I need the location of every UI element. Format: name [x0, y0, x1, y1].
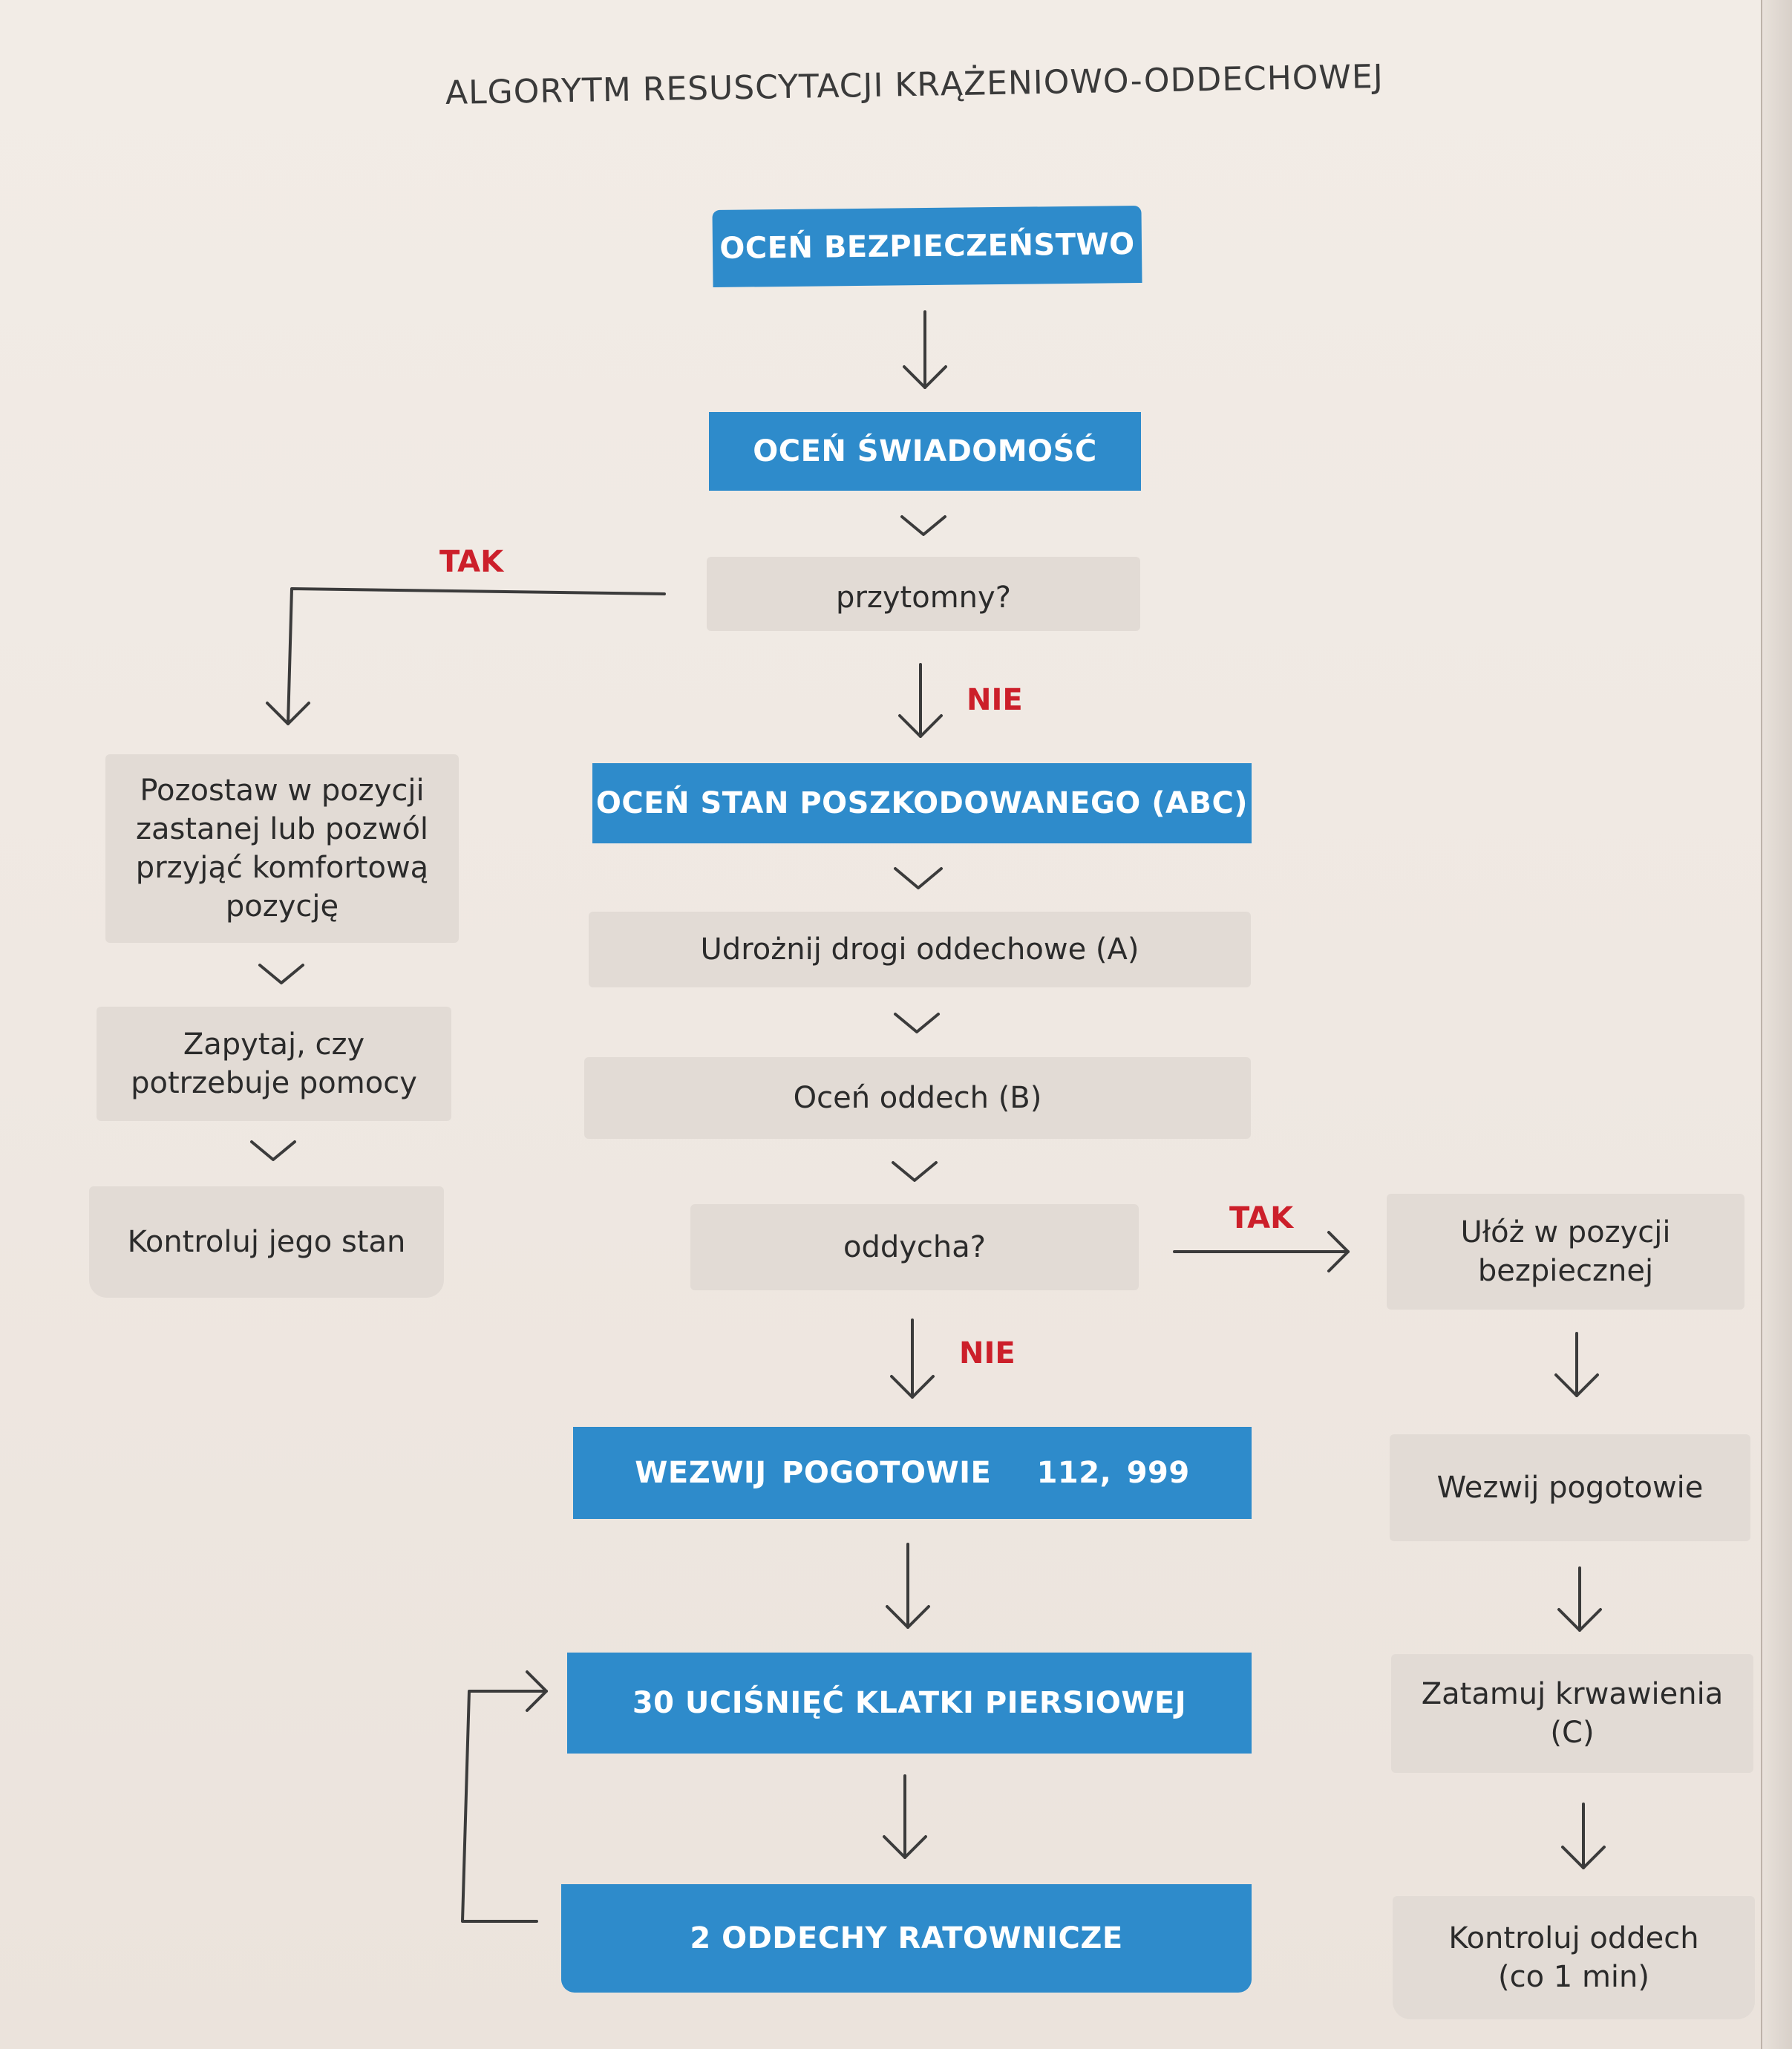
box-kontroluj-oddech: Kontroluj oddech (co 1 min) — [1393, 1896, 1755, 2019]
box-ocen-oddech: Oceń oddech (B) — [584, 1057, 1251, 1139]
chevron-stan-to-udroznij — [894, 867, 943, 889]
arrow-oddycha-nie — [890, 1318, 935, 1399]
box-ocen-stan-poszkodowanego: OCEŃ STAN POSZKODOWANEGO (ABC) — [592, 763, 1252, 843]
chevron-udroznij-to-oddech — [894, 1013, 940, 1033]
box-udroznij-drogi: Udrożnij drogi oddechowe (A) — [589, 912, 1251, 987]
box-zapytaj: Zapytaj, czy potrzebuje pomocy — [97, 1007, 451, 1121]
box-oddycha: oddycha? — [690, 1204, 1139, 1290]
box-ocen-bezpieczenstwo: OCEŃ BEZPIECZEŃSTWO — [712, 205, 1142, 288]
box-wezwij-pogotowie-right: Wezwij pogotowie — [1390, 1434, 1750, 1541]
page-edge — [1761, 0, 1792, 2049]
arrow-przytomny-nie — [898, 663, 943, 738]
arrow-bezpieczenstwo-to-swiadomosc — [903, 310, 947, 389]
box-uciskniecia: 30 UCIŚNIĘĆ KLATKI PIERSIOWEJ — [567, 1653, 1252, 1754]
chevron-zapytaj-to-kontroluj — [250, 1140, 296, 1161]
label-tak-oddycha: TAK — [1229, 1201, 1294, 1235]
box-zatamuj-krwawienia: Zatamuj krwawienia (C) — [1391, 1654, 1753, 1773]
chevron-oddech-to-oddycha — [892, 1161, 938, 1182]
arrow-oddycha-tak — [1173, 1231, 1350, 1272]
arrow-uloz-to-wezwij — [1554, 1332, 1599, 1397]
label-tak-przytomny: TAK — [439, 545, 504, 579]
arrow-przytomny-tak — [266, 587, 666, 725]
chevron-swiadomosc-to-przytomny — [900, 515, 946, 536]
box-uloz-w-pozycji: Ułóż w pozycji bezpiecznej — [1387, 1194, 1744, 1310]
arrow-oddechy-loop-back — [461, 1670, 548, 1923]
chevron-pozostaw-to-zapytaj — [258, 964, 304, 984]
box-kontroluj-stan: Kontroluj jego stan — [89, 1186, 444, 1298]
box-pozostaw-w-pozycji: Pozostaw w pozycji zastanej lub pozwól p… — [105, 754, 459, 943]
arrow-wezwij-to-zatamuj — [1557, 1566, 1602, 1632]
arrow-zatamuj-to-kontroluj-oddech — [1561, 1803, 1606, 1869]
arrow-pogotowie-to-uciskniecia — [886, 1543, 930, 1629]
box-oddechy-ratownicze: 2 ODDECHY RATOWNICZE — [561, 1884, 1252, 1993]
box-wezwij-pogotowie: WEZWIJ POGOTOWIE 112, 999 — [573, 1427, 1252, 1519]
label-nie-oddycha: NIE — [959, 1336, 1016, 1370]
box-ocen-swiadomosc: OCEŃ ŚWIADOMOŚĆ — [709, 412, 1141, 491]
label-nie-przytomny: NIE — [967, 683, 1023, 717]
box-przytomny: przytomny? — [707, 557, 1140, 631]
arrow-uciskniecia-to-oddechy — [883, 1774, 927, 1859]
